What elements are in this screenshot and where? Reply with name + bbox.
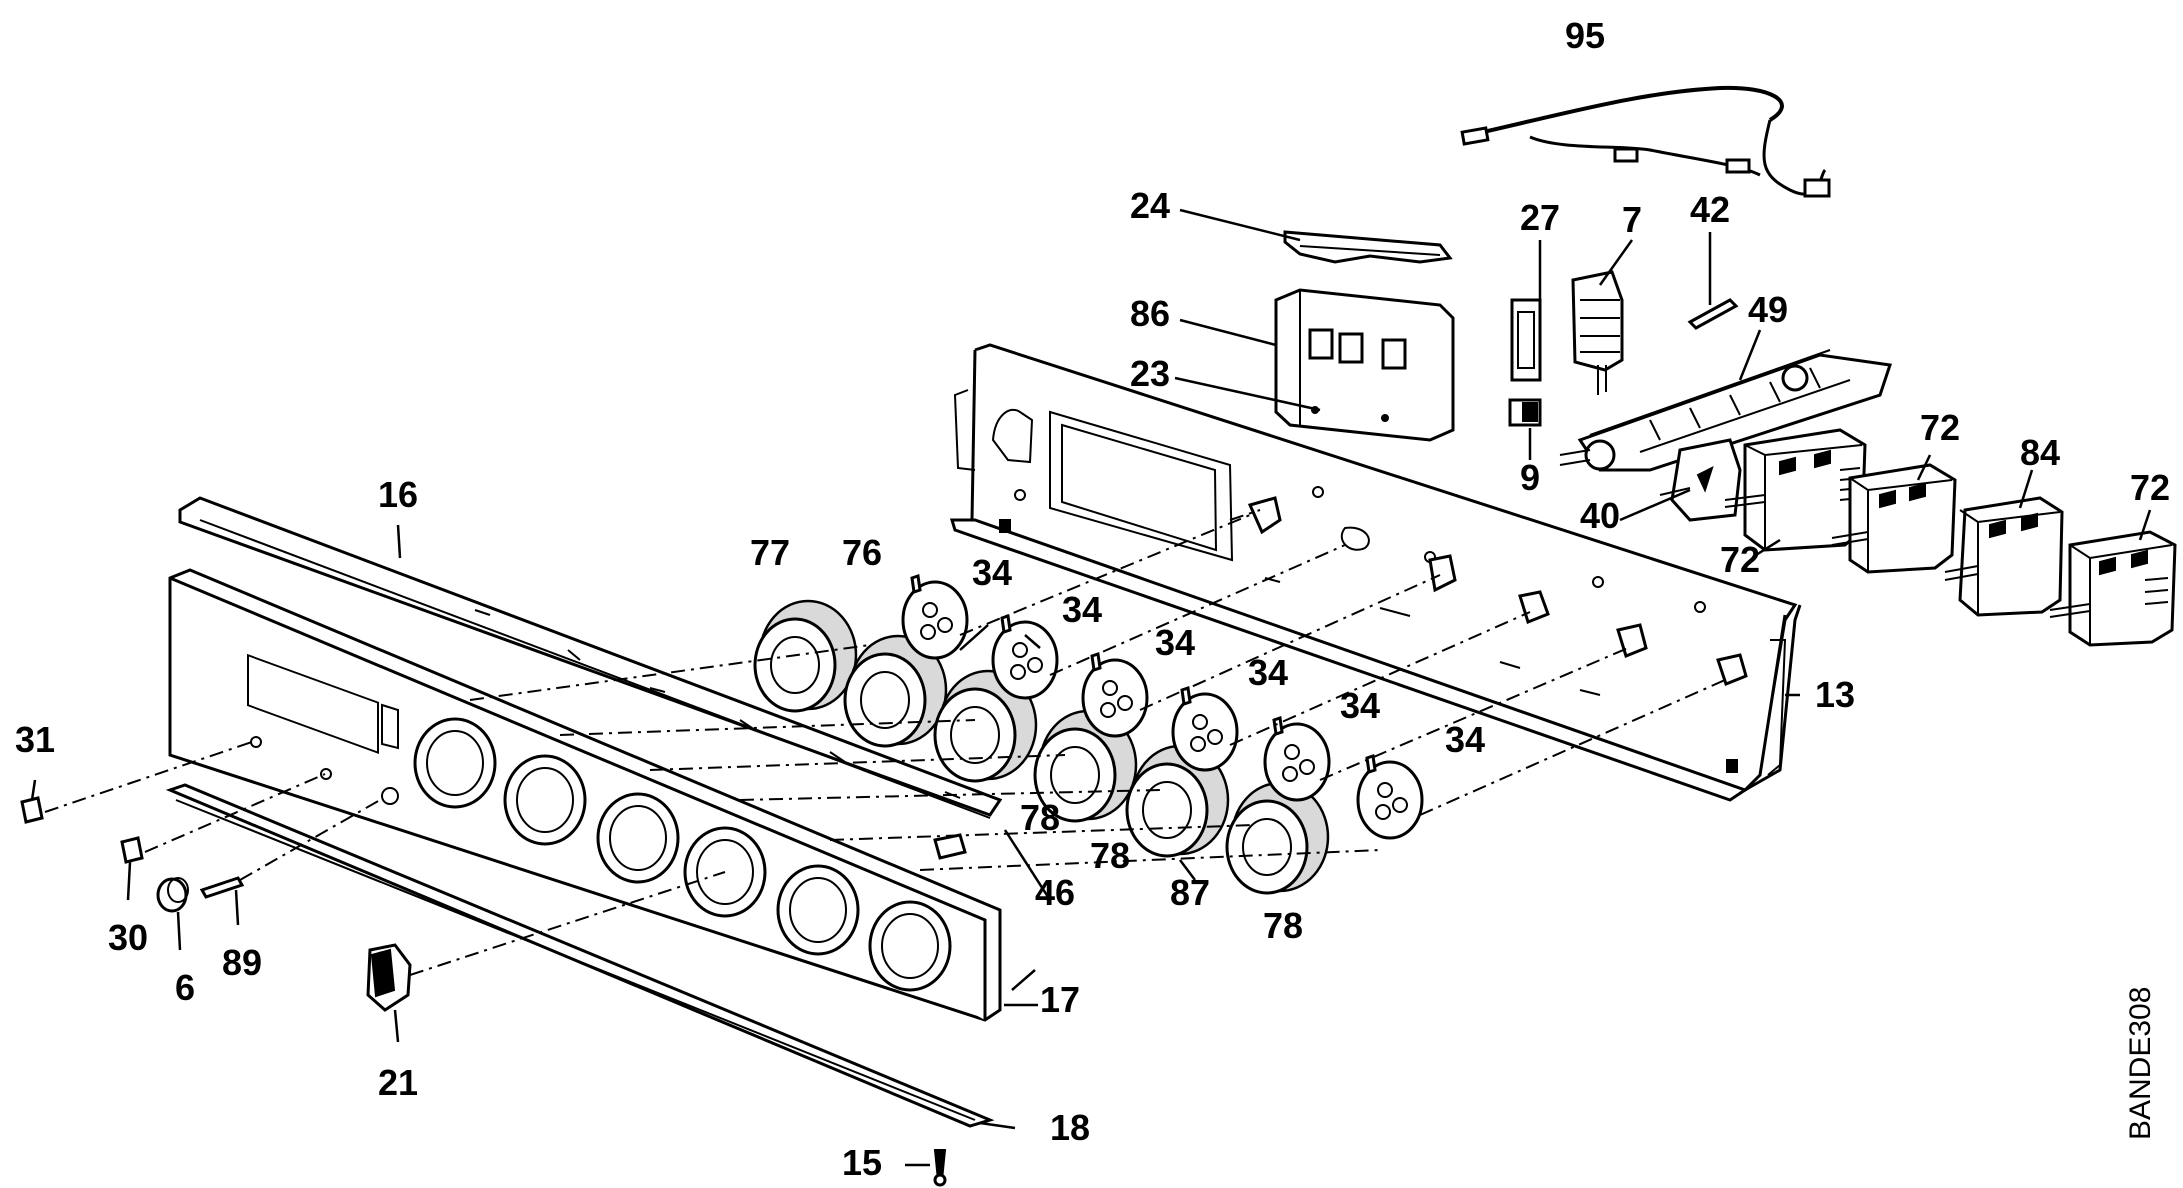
label-34-c: 34 bbox=[1155, 622, 1195, 663]
part-86-timer-module bbox=[1274, 288, 1455, 442]
label-84: 84 bbox=[2020, 432, 2060, 473]
part-49-switch-bank bbox=[1559, 349, 1892, 472]
label-78-b: 78 bbox=[1090, 835, 1130, 876]
label-34-e: 34 bbox=[1340, 685, 1380, 726]
part-30-cap bbox=[120, 836, 144, 864]
label-24: 24 bbox=[1130, 185, 1170, 226]
part-42-fuse bbox=[1687, 298, 1739, 330]
label-13: 13 bbox=[1815, 674, 1855, 715]
label-40: 40 bbox=[1580, 495, 1620, 536]
part-46-clip bbox=[933, 833, 967, 860]
label-72-b: 72 bbox=[1720, 539, 1760, 580]
label-21: 21 bbox=[378, 1062, 418, 1103]
part-76-ring bbox=[843, 634, 948, 748]
label-9: 9 bbox=[1520, 457, 1540, 498]
label-89: 89 bbox=[222, 942, 262, 983]
part-18-bottom-strip bbox=[165, 783, 995, 1128]
part-labels: 95 24 27 7 42 86 49 23 9 40 72 84 72 72 … bbox=[15, 15, 2170, 1183]
part-84-regulator bbox=[1944, 496, 2064, 617]
label-27: 27 bbox=[1520, 197, 1560, 238]
label-34-b: 34 bbox=[1062, 589, 1102, 630]
label-16: 16 bbox=[378, 474, 418, 515]
part-6-knob bbox=[156, 877, 189, 913]
part-72-regulator-2 bbox=[1831, 463, 1957, 574]
part-72-regulator-3 bbox=[2049, 530, 2177, 647]
part-95-wiring-harness bbox=[1460, 85, 1831, 198]
label-7: 7 bbox=[1622, 199, 1642, 240]
label-15: 15 bbox=[842, 1142, 882, 1183]
label-49: 49 bbox=[1748, 289, 1788, 330]
part-89-spindle bbox=[199, 876, 245, 899]
label-95: 95 bbox=[1565, 15, 1605, 56]
label-72-c: 72 bbox=[2130, 467, 2170, 508]
label-76: 76 bbox=[842, 532, 882, 573]
label-18: 18 bbox=[1050, 1107, 1090, 1148]
label-87: 87 bbox=[1170, 872, 1210, 913]
part-78-ring-c bbox=[1225, 781, 1330, 895]
part-34-discs bbox=[901, 574, 1424, 840]
leader-lines bbox=[30, 208, 2152, 1167]
label-78-c: 78 bbox=[1263, 905, 1303, 946]
label-77: 77 bbox=[750, 532, 790, 573]
part-31-cap bbox=[20, 796, 44, 824]
label-42: 42 bbox=[1690, 189, 1730, 230]
label-78-a: 78 bbox=[1020, 797, 1060, 838]
part-15-screw bbox=[933, 1149, 947, 1187]
part-72-regulator-1 bbox=[1724, 428, 1867, 552]
label-34-f: 34 bbox=[1445, 719, 1485, 760]
label-31: 31 bbox=[15, 719, 55, 760]
label-17: 17 bbox=[1040, 979, 1080, 1020]
label-72-a: 72 bbox=[1920, 407, 1960, 448]
part-27-board bbox=[1510, 298, 1542, 382]
assembly-lines bbox=[44, 509, 1726, 976]
label-6: 6 bbox=[175, 967, 195, 1008]
label-23: 23 bbox=[1130, 353, 1170, 394]
diagram-code: BANDE308 bbox=[2124, 987, 2157, 1140]
part-77-ring bbox=[753, 599, 858, 713]
part-21-control-knob bbox=[366, 943, 412, 1012]
part-16-top-trim bbox=[178, 496, 1003, 819]
label-86: 86 bbox=[1130, 293, 1170, 334]
part-17-fascia-panel bbox=[168, 568, 1002, 1022]
part-9-connector bbox=[1508, 398, 1542, 427]
label-34-a: 34 bbox=[972, 552, 1012, 593]
label-46-visible: 46 bbox=[1035, 872, 1075, 913]
label-30: 30 bbox=[108, 917, 148, 958]
part-24-bracket bbox=[1283, 230, 1453, 264]
label-34-d: 34 bbox=[1248, 652, 1288, 693]
part-78-ring-a bbox=[933, 669, 1038, 783]
part-7-terminal-block bbox=[1571, 270, 1624, 395]
part-13-rear-frame bbox=[949, 343, 1802, 802]
part-40-switch bbox=[1659, 438, 1742, 522]
